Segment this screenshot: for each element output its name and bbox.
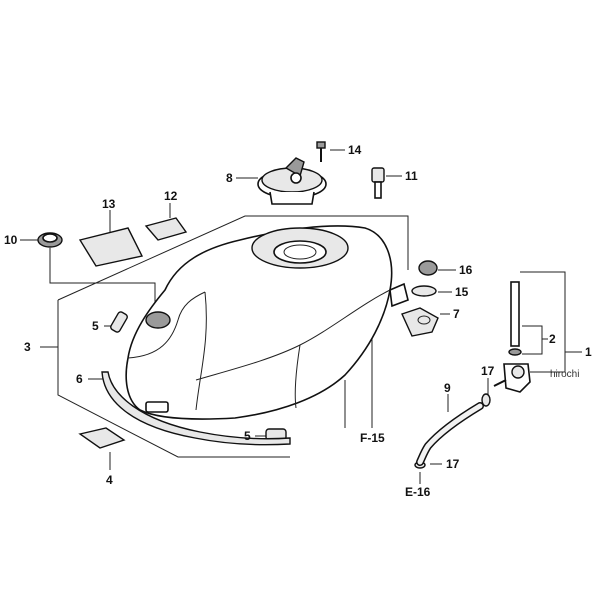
callout-7: 7 [453,307,460,321]
callout-2: 2 [549,332,556,346]
rubber-seal-strip [101,371,291,446]
callout-9: 9 [444,381,451,395]
rubber-pad-4 [78,427,126,449]
key-blank [371,167,385,199]
ref-e16: E-16 [405,485,431,499]
bracket-1 [520,271,582,353]
callout-4: 4 [106,473,113,487]
callout-3: 3 [24,340,31,354]
valve-outlet [493,379,507,387]
valve-oring [508,348,522,356]
key-bow [371,167,385,183]
key-blade [374,181,382,199]
callout-15: 15 [455,285,469,299]
ref-f15: F-15 [360,431,385,445]
leader-10 [49,248,156,313]
tank-panel-line [294,344,301,409]
filler-neck [273,240,327,264]
nut-body [418,260,438,276]
callout-10: 10 [4,233,18,247]
bracket-top [57,215,409,301]
decal-12 [144,217,188,241]
fuel-hose [417,403,483,465]
mount-bracket [401,307,439,337]
callout-17a: 17 [481,364,495,378]
clip-17a [481,393,491,407]
callouts: 1 2 3 4 5 5 6 7 8 9 10 11 12 13 14 15 16… [4,143,592,487]
tank-side-crease [127,291,206,359]
valve-filter-tube [510,281,520,347]
callout-11: 11 [405,169,418,183]
cap-lock-cylinder [290,172,302,184]
valve-knob [511,365,525,379]
washer [411,285,437,297]
callout-16: 16 [459,263,473,277]
fuel-cap [257,157,327,205]
leader-lines [20,149,582,484]
mount-hole [417,315,431,325]
grommet-5a [110,311,128,333]
tank-front-line [195,291,207,411]
callout-13: 13 [102,197,116,211]
callout-12: 12 [164,189,178,203]
bolt [316,141,326,162]
tank-breather-boss [145,311,171,329]
filler-inner [283,244,317,260]
callout-1: 1 [585,345,592,359]
callout-6: 6 [76,372,83,386]
tank-rear-tab [389,282,409,308]
watermark: hirochi [550,369,579,380]
callout-5a: 5 [92,319,99,333]
tank-bottom-tab [145,401,169,413]
decal-13 [78,227,144,267]
callout-5b: 5 [244,429,251,443]
nut [418,260,438,276]
fuel-tank [125,225,409,420]
bolt-head [316,141,326,149]
cap-skirt [269,191,315,205]
callout-8: 8 [226,171,233,185]
fuel-valve [493,281,531,393]
breather-cap-top [42,233,58,243]
bracket-2 [522,325,543,355]
callout-17b: 17 [446,457,460,471]
breather-cap [37,232,63,248]
callout-14: 14 [348,143,362,157]
